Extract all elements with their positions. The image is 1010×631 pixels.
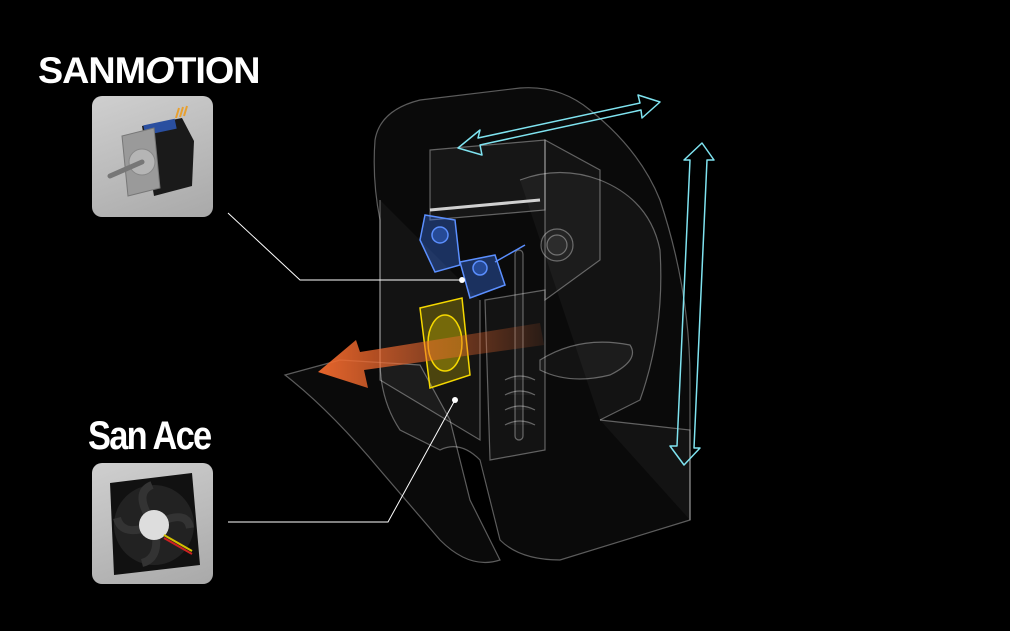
logo-text: San Ace <box>88 414 212 458</box>
horizontal-motion-arrow <box>457 94 661 156</box>
stepping-motor-icon <box>107 105 194 197</box>
cooling-fan-icon <box>110 473 200 575</box>
motion-arrows <box>457 94 715 466</box>
motor-callout-line <box>227 212 462 281</box>
logo-text: SANM <box>38 50 146 91</box>
fan-card <box>92 463 213 584</box>
vertical-motion-arrow <box>669 142 715 466</box>
logo-text: O <box>145 50 174 91</box>
fan-callout-line <box>228 399 456 523</box>
machine-body <box>283 87 691 564</box>
motor-card <box>92 96 213 217</box>
airflow-arrow <box>318 323 544 388</box>
sanmotion-logo: SANMOTION <box>38 50 260 92</box>
sanace-logo: San Ace <box>88 414 212 459</box>
callout-lines <box>227 212 462 523</box>
fan-callout-dot <box>452 397 458 403</box>
motor-callout-dot <box>459 277 465 283</box>
motor-highlight <box>419 214 526 299</box>
logo-text: TION <box>173 50 260 91</box>
